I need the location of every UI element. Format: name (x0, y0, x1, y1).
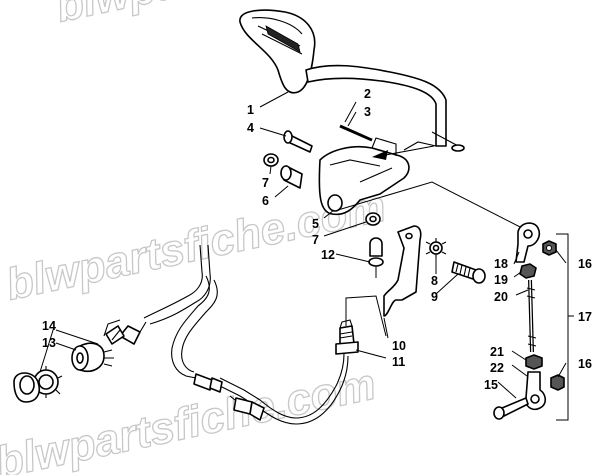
linkage-leader (337, 181, 531, 233)
pin-part-2-3 (339, 123, 373, 142)
washer-part-7-upper (263, 153, 279, 167)
callout-20: 20 (494, 290, 508, 304)
nut-part-16-lower (550, 374, 565, 391)
bolt-part-4 (283, 130, 313, 153)
callout-7-upper: 7 (262, 176, 269, 190)
lock-washer-part-8 (425, 238, 447, 258)
washer-part-7-lower (365, 212, 381, 226)
callout-18: 18 (494, 257, 508, 271)
callout-3: 3 (364, 105, 371, 119)
callout-labels: 1 2 3 4 7 6 5 7 12 8 9 10 11 14 13 18 19… (42, 87, 592, 392)
callout-7-lower: 7 (312, 233, 319, 247)
callout-8: 8 (431, 274, 438, 288)
key-switch-part-13 (71, 342, 114, 372)
callout-6: 6 (262, 194, 269, 208)
shift-handle-knob (239, 9, 316, 94)
ball-joint-part-22 (524, 371, 547, 411)
assembly-arrow (372, 145, 435, 160)
callout-5: 5 (312, 217, 319, 231)
callout-22: 22 (490, 361, 504, 375)
shift-bracket-part-5 (318, 137, 410, 216)
ball-joint-part-18 (515, 222, 541, 263)
nut-part-16-upper (542, 240, 557, 256)
callout-2: 2 (364, 87, 371, 101)
indicator-lamp-part-12 (368, 237, 384, 278)
callout-11: 11 (392, 355, 405, 369)
bezel-part-14 (13, 372, 41, 403)
callout-4: 4 (247, 121, 254, 135)
callout-19: 19 (494, 273, 508, 287)
switch-plate-part-10 (383, 225, 422, 317)
callout-15: 15 (484, 378, 498, 392)
callout-9: 9 (431, 290, 438, 304)
wire-connector-middle (193, 373, 223, 393)
bolt-part-9 (451, 261, 486, 284)
callout-21: 21 (490, 345, 504, 359)
shift-lever-rod (305, 64, 465, 152)
switch-leads (103, 319, 121, 341)
leader-lines (39, 91, 574, 421)
callout-13: 13 (42, 336, 56, 350)
bolt-part-15 (493, 397, 529, 420)
wire-connector-lower (233, 397, 265, 421)
callout-16-lower: 16 (578, 357, 592, 371)
neutral-switch-part-11 (335, 319, 359, 355)
callout-12: 12 (321, 248, 335, 262)
callout-10: 10 (392, 339, 406, 353)
callout-14: 14 (42, 319, 56, 333)
callout-17: 17 (578, 310, 592, 324)
rod-part-20 (526, 279, 537, 353)
nut-part-19 (519, 263, 537, 279)
callout-16-upper: 16 (578, 257, 592, 271)
wire-connector-upper (105, 321, 147, 345)
callout-1: 1 (247, 103, 254, 117)
wiring-harness (143, 244, 349, 425)
bushing-part-6 (280, 165, 303, 189)
nut-part-21 (525, 354, 543, 370)
